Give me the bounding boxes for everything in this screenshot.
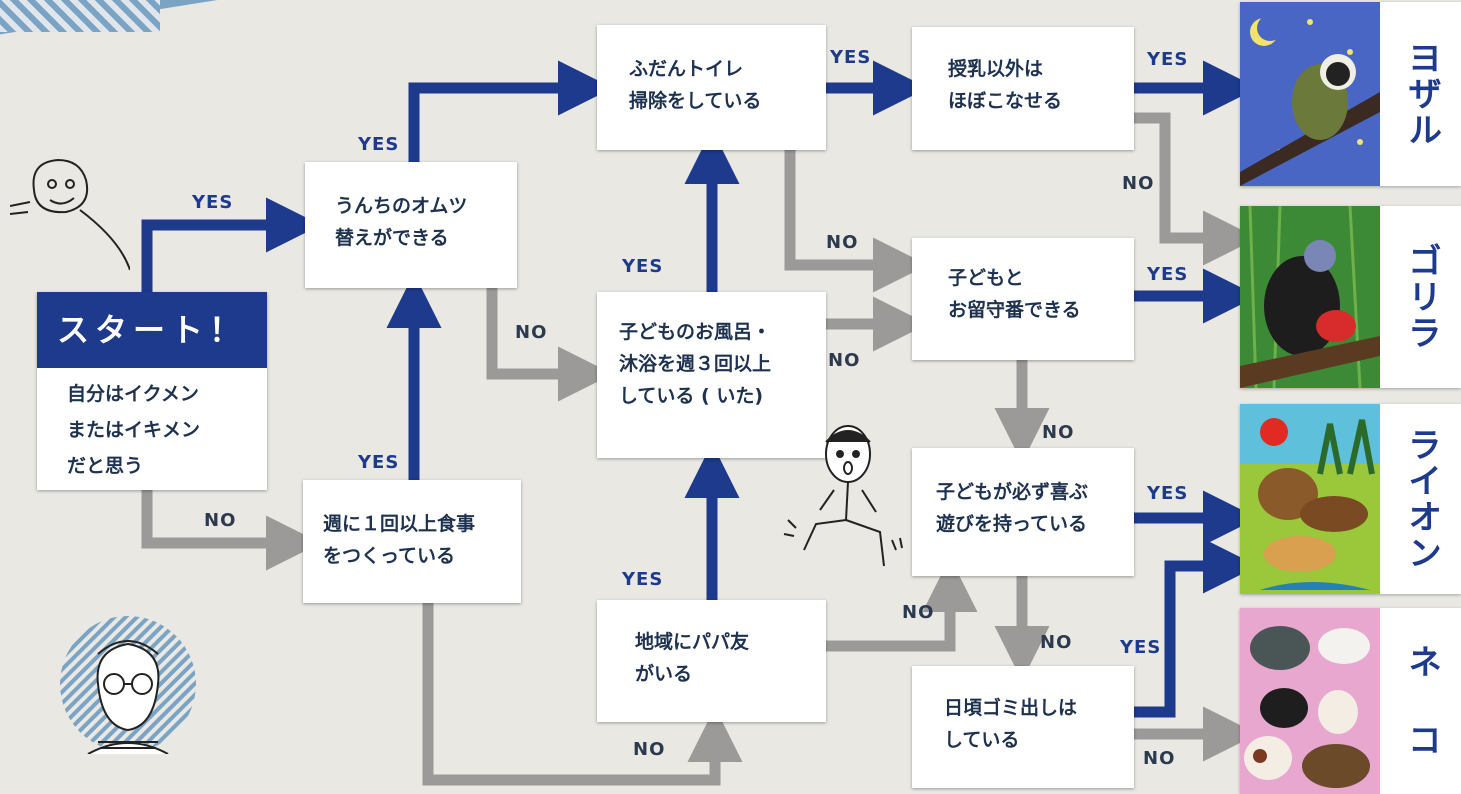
label-no: NO xyxy=(633,739,666,760)
label-no: NO xyxy=(204,510,237,531)
label-yes: YES xyxy=(622,256,664,277)
result-card-yozaru: ヨザル xyxy=(1240,2,1461,186)
lion-illustration xyxy=(1240,404,1380,594)
label-yes: YES xyxy=(1147,264,1189,285)
arrow-start-no xyxy=(141,490,321,571)
result-card-gorilla: ゴリラ xyxy=(1240,206,1461,388)
result-card-cat: ネ コ xyxy=(1240,608,1461,794)
result-name-lion: ライオン xyxy=(1401,427,1442,571)
label-yes: YES xyxy=(192,192,234,213)
label-yes: YES xyxy=(1147,483,1189,504)
decorative-hatched-stripe xyxy=(0,0,160,32)
label-yes: YES xyxy=(358,452,400,473)
arrow-diaper-no xyxy=(486,288,613,402)
arrow-breastfeed-no xyxy=(1134,112,1258,266)
label-no: NO xyxy=(1040,632,1073,653)
question-toilet: ふだんトイレ 掃除をしている xyxy=(597,25,826,150)
question-diaper: うんちのオムツ 替えができる xyxy=(305,162,517,288)
arrow-toilet-no xyxy=(784,150,928,293)
question-breastfeed: 授乳以外は ほぼこなせる xyxy=(912,27,1134,150)
label-no: NO xyxy=(1143,748,1176,769)
label-yes: YES xyxy=(622,569,664,590)
label-no: NO xyxy=(1042,422,1075,443)
label-no: NO xyxy=(515,322,548,343)
label-yes: YES xyxy=(1147,49,1189,70)
man-sketch-icon xyxy=(783,425,903,567)
label-no: NO xyxy=(828,350,861,371)
arrow-garbage-yes xyxy=(1134,538,1258,718)
label-no: NO xyxy=(1122,173,1155,194)
monkey-sketch-icon xyxy=(10,158,130,270)
start-title: スタート！ xyxy=(37,292,267,368)
bespectacled-man-avatar-icon xyxy=(60,616,196,754)
label-yes: YES xyxy=(358,134,400,155)
question-bath: 子どものお風呂・ 沐浴を週３回以上 している ( いた) xyxy=(597,292,826,458)
start-question: 自分はイクメン またはイキメン だと思う xyxy=(67,383,201,477)
gorilla-illustration xyxy=(1240,206,1380,388)
arrow-diaper-yes xyxy=(408,60,613,162)
start-box: スタート！ 自分はイクメン またはイキメン だと思う xyxy=(37,292,267,490)
yozaru-illustration xyxy=(1240,2,1380,186)
result-name-gorilla: ゴリラ xyxy=(1401,243,1442,351)
question-cook: 週に１回以上食事 をつくっている xyxy=(303,480,521,603)
result-name-cat: ネ コ xyxy=(1401,644,1442,758)
question-play: 子どもが必ず喜ぶ 遊びを持っている xyxy=(912,448,1134,576)
label-no: NO xyxy=(826,232,859,253)
arrow-start-yes xyxy=(141,197,321,292)
cat-illustration xyxy=(1240,608,1380,794)
label-no: NO xyxy=(902,602,935,623)
label-yes: YES xyxy=(830,47,872,68)
question-garbage: 日頃ゴミ出しは している xyxy=(912,666,1134,788)
label-yes: YES xyxy=(1120,637,1162,658)
result-card-lion: ライオン xyxy=(1240,404,1461,594)
question-papa-friend: 地域にパパ友 がいる xyxy=(597,600,826,722)
result-name-yozaru: ヨザル xyxy=(1401,40,1442,148)
arrow-cook-no xyxy=(422,603,743,786)
question-home-alone: 子どもと お留守番できる xyxy=(912,238,1134,360)
arrow-papa-no xyxy=(826,557,978,652)
